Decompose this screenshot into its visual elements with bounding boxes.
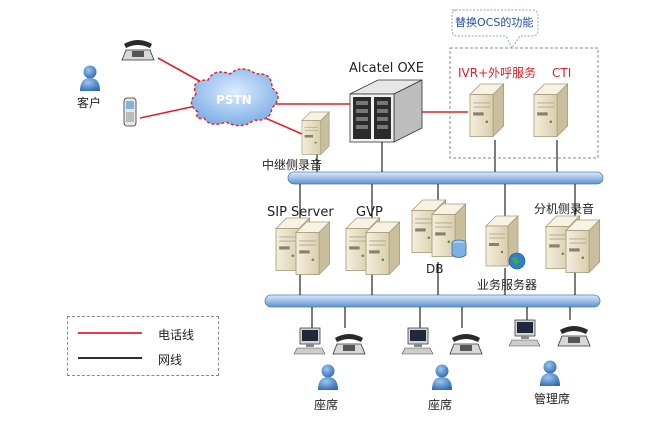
gvp-label: GVP: [356, 205, 383, 220]
admin-pc-icon: [508, 319, 541, 347]
sip-server-icon: [275, 217, 331, 276]
globe-icon: [508, 252, 526, 270]
database-icon: [451, 239, 467, 258]
agent1-label: 座席: [314, 398, 339, 412]
admin-label: 管理席: [534, 392, 571, 406]
db-label: DB: [426, 262, 444, 276]
admin-person-icon: [540, 360, 560, 386]
pstn-label: PSTN: [216, 93, 252, 107]
callout-label: 替换OCS的功能: [455, 16, 534, 29]
extension-recording-server-icon: [545, 215, 601, 274]
customer-person-icon: [80, 65, 100, 91]
agent2-label: 座席: [428, 398, 453, 412]
desk-phone-icon: [121, 39, 155, 61]
legend: [67, 316, 219, 376]
admin-desk-phone-icon: [557, 325, 591, 347]
business-server-label: 业务服务器: [477, 278, 538, 292]
extension-recording-label: 分机侧录音: [534, 202, 595, 216]
bottom-network-bus: [264, 294, 601, 308]
agent2-desk-phone-icon: [449, 333, 483, 355]
mobile-phone-icon: [123, 97, 137, 127]
legend-network-line-label: 网线: [158, 353, 183, 367]
ivr-label: IVR+外呼服务: [458, 66, 537, 80]
legend-phone-line-label: 电话线: [158, 328, 195, 342]
ivr-server-icon: [469, 83, 505, 138]
cti-label: CTI: [552, 66, 572, 80]
top-network-bus: [287, 171, 604, 185]
trunk-recording-label: 中继侧录音: [262, 158, 323, 172]
agent2-pc-icon: [401, 327, 434, 355]
alcatel-oxe-label: Alcatel OXE: [349, 61, 424, 76]
agent2-person-icon: [432, 364, 452, 390]
agent1-desk-phone-icon: [332, 333, 366, 355]
ocs-replacement-box: [449, 47, 599, 159]
agent1-person-icon: [318, 364, 338, 390]
pbx-rack-icon: [349, 79, 423, 143]
cti-server-icon: [533, 83, 569, 138]
callout-bubble: [451, 9, 539, 49]
gvp-server-icon: [345, 217, 401, 276]
trunk-recording-server-icon: [301, 111, 330, 155]
customer-label: 客户: [77, 96, 102, 110]
agent1-pc-icon: [293, 327, 326, 355]
sip-server-label: SIP Server: [267, 205, 334, 220]
pstn-cloud-icon: [190, 68, 279, 127]
